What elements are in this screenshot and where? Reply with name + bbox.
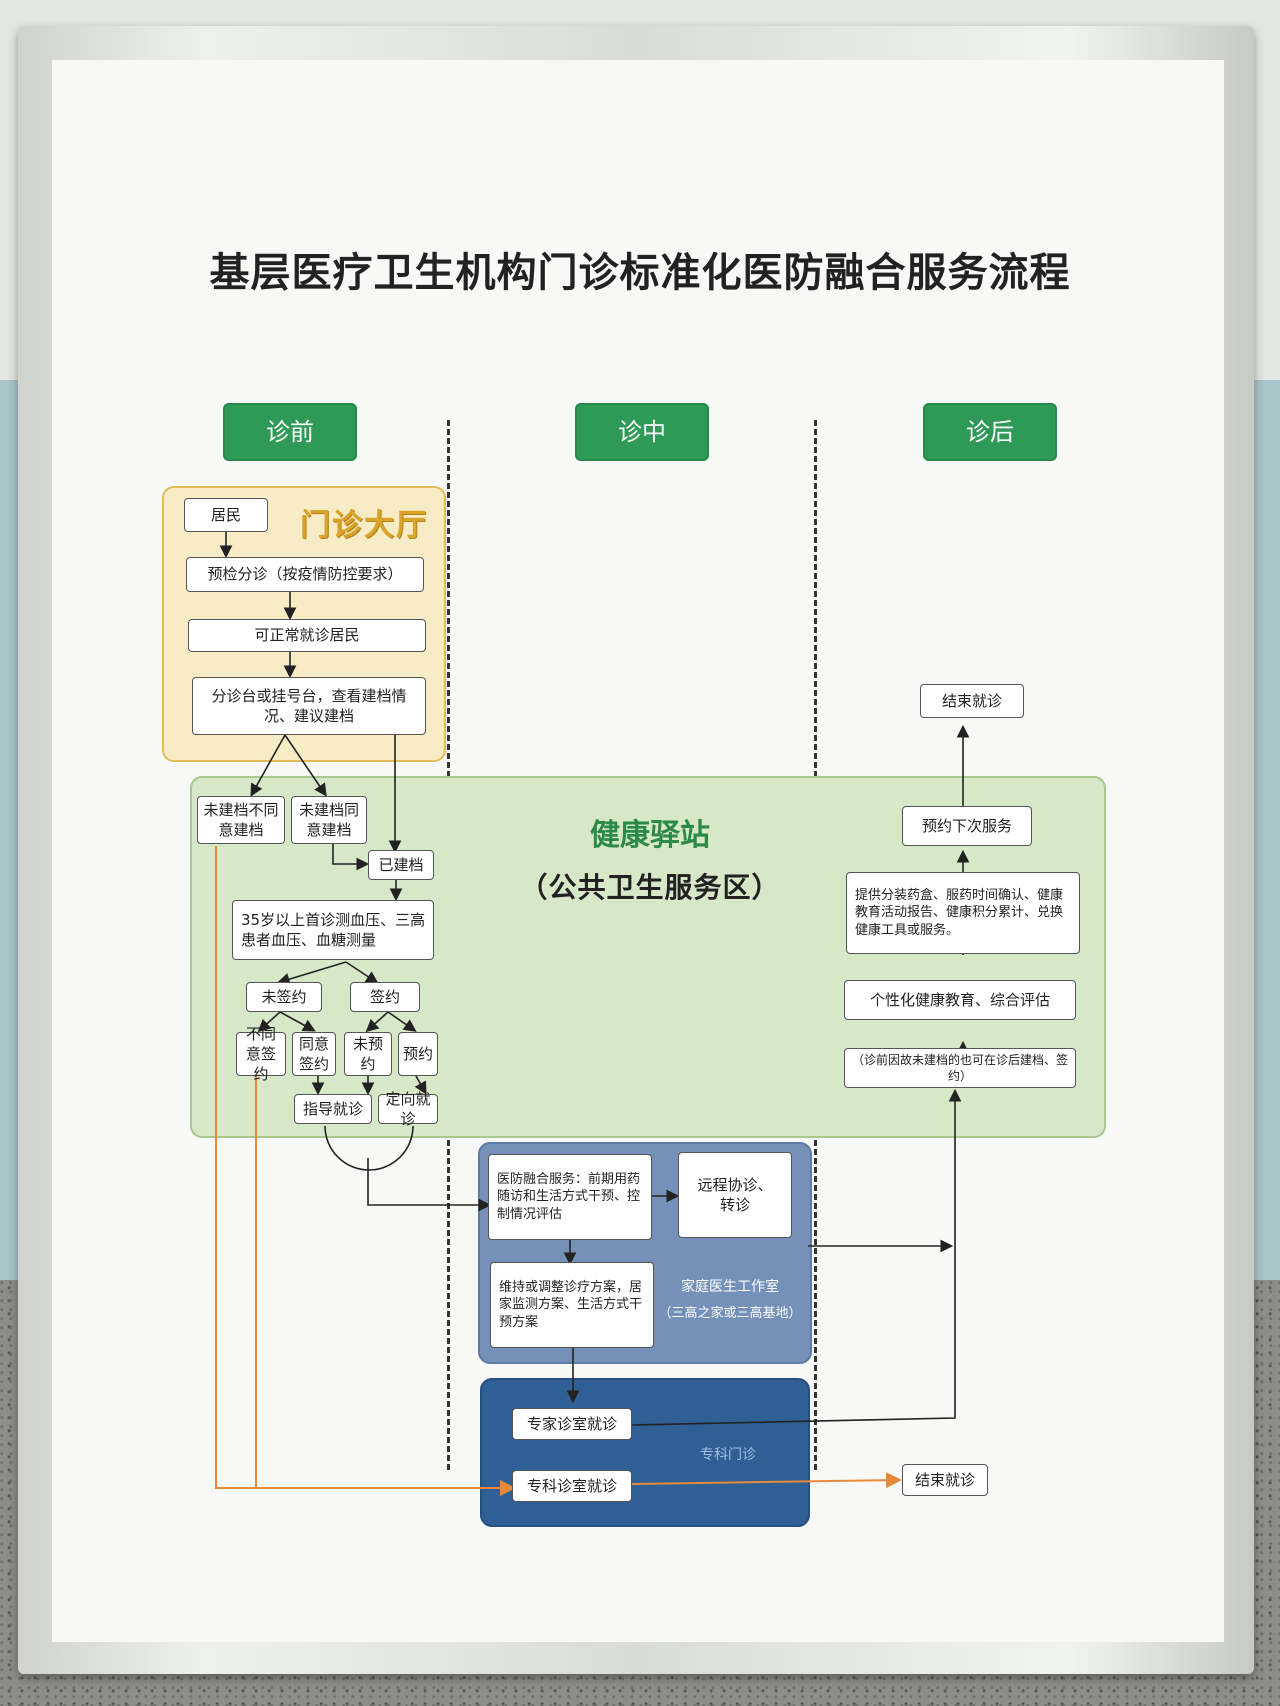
no-appointment-box: 未预约	[344, 1032, 392, 1076]
precheck-box: 预检分诊（按疫情防控要求）	[186, 557, 424, 592]
end-visit-top-box: 结束就诊	[920, 684, 1024, 718]
expert-room-box: 专家诊室就诊	[512, 1408, 632, 1440]
registration-desk-box: 分诊台或挂号台，查看建档情况、建议建档	[192, 677, 426, 735]
refuse-sign-box: 不同意签约	[236, 1025, 286, 1083]
specialist-label: 专科门诊	[700, 1447, 756, 1463]
integrated-service-box: 医防融合服务：前期用药随访和生活方式干预、控制情况评估	[488, 1154, 652, 1240]
guide-visit-box: 指导就诊	[294, 1094, 372, 1124]
station-subtitle: （公共卫生服务区）	[519, 871, 781, 904]
directed-visit-box: 定向就诊	[378, 1090, 438, 1128]
hall-title: 门诊大厅	[300, 508, 428, 543]
normal-resident-box: 可正常就诊居民	[188, 619, 426, 652]
family-doctor-sublabel: （三高之家或三高基地）	[658, 1306, 802, 1321]
signed-box: 签约	[350, 982, 420, 1012]
filed-box: 已建档	[368, 850, 434, 880]
phase-during-visit: 诊中	[575, 403, 709, 461]
resident-box: 居民	[184, 498, 268, 532]
provide-services-box: 提供分装药盒、服药时间确认、健康教育活动报告、健康积分累计、兑换健康工具或服务。	[846, 872, 1080, 954]
family-doctor-label: 家庭医生工作室	[681, 1279, 779, 1295]
unsigned-box: 未签约	[246, 982, 322, 1012]
remote-consult-box: 远程协诊、转诊	[678, 1152, 792, 1238]
education-box: 个性化健康教育、综合评估	[844, 980, 1076, 1020]
station-title: 健康驿站	[590, 818, 710, 853]
reserve-next-box: 预约下次服务	[902, 806, 1032, 846]
no-file-agree-box: 未建档同意建档	[291, 796, 367, 844]
post-visit-note-box: （诊前因故未建档的也可在诊后建档、签约）	[844, 1048, 1076, 1088]
plan-adjust-box: 维持或调整诊疗方案，居家监测方案、生活方式干预方案	[490, 1262, 654, 1348]
no-file-refuse-box: 未建档不同意建档	[197, 796, 285, 844]
end-visit-bottom-box: 结束就诊	[902, 1464, 988, 1496]
specialist-room-box: 专科诊室就诊	[512, 1470, 632, 1502]
specialist-zone	[480, 1378, 810, 1527]
appointment-box: 预约	[398, 1032, 438, 1076]
poster-title: 基层医疗卫生机构门诊标准化医防融合服务流程	[209, 249, 1071, 296]
phase-post-visit: 诊后	[923, 403, 1057, 461]
agree-sign-box: 同意签约	[292, 1032, 336, 1076]
phase-pre-visit: 诊前	[223, 403, 357, 461]
measure-box: 35岁以上首诊测血压、三高患者血压、血糖测量	[232, 900, 434, 960]
